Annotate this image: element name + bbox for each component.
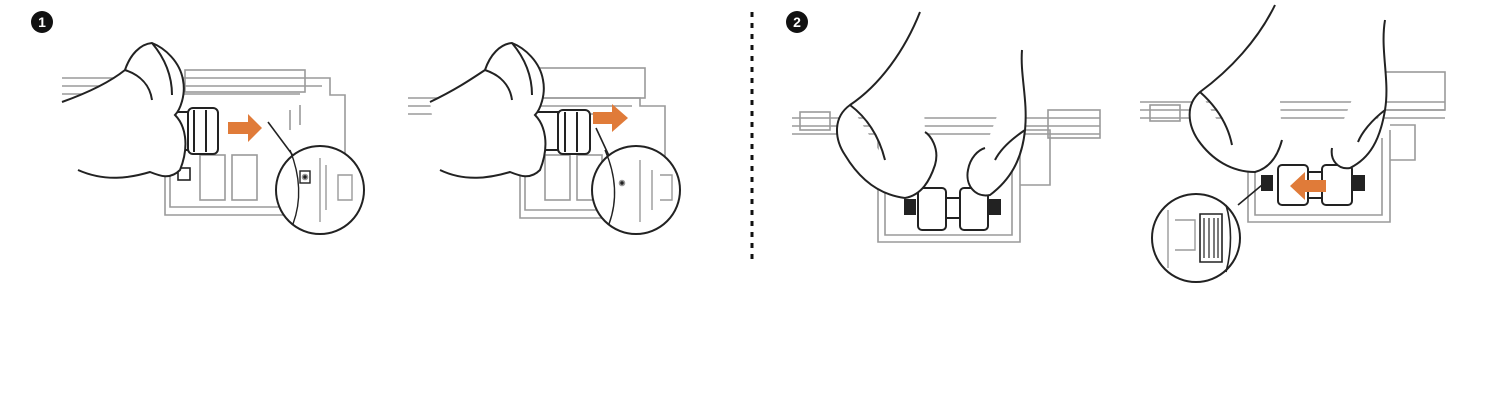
step-2-badge: 2: [786, 11, 808, 33]
magnifier: [1151, 184, 1263, 283]
panel-4: [1140, 4, 1446, 283]
hand: [61, 41, 187, 179]
left-hand: [1188, 4, 1283, 174]
magnifier: [267, 121, 365, 235]
step-1-badge: 1: [31, 11, 53, 33]
panel-2: [408, 41, 681, 235]
roller-assembly: [904, 187, 1001, 231]
right-hand: [1330, 19, 1388, 170]
panel-1: [61, 41, 365, 235]
hand: [429, 41, 547, 179]
insert-arrow-icon: [228, 114, 262, 142]
panel-3: [792, 11, 1101, 243]
release-arrow-icon: [1290, 172, 1326, 200]
magnifier: [591, 127, 681, 235]
right-hand: [966, 49, 1027, 197]
insert-arrow-icon: [593, 104, 628, 132]
left-hand: [836, 11, 938, 200]
